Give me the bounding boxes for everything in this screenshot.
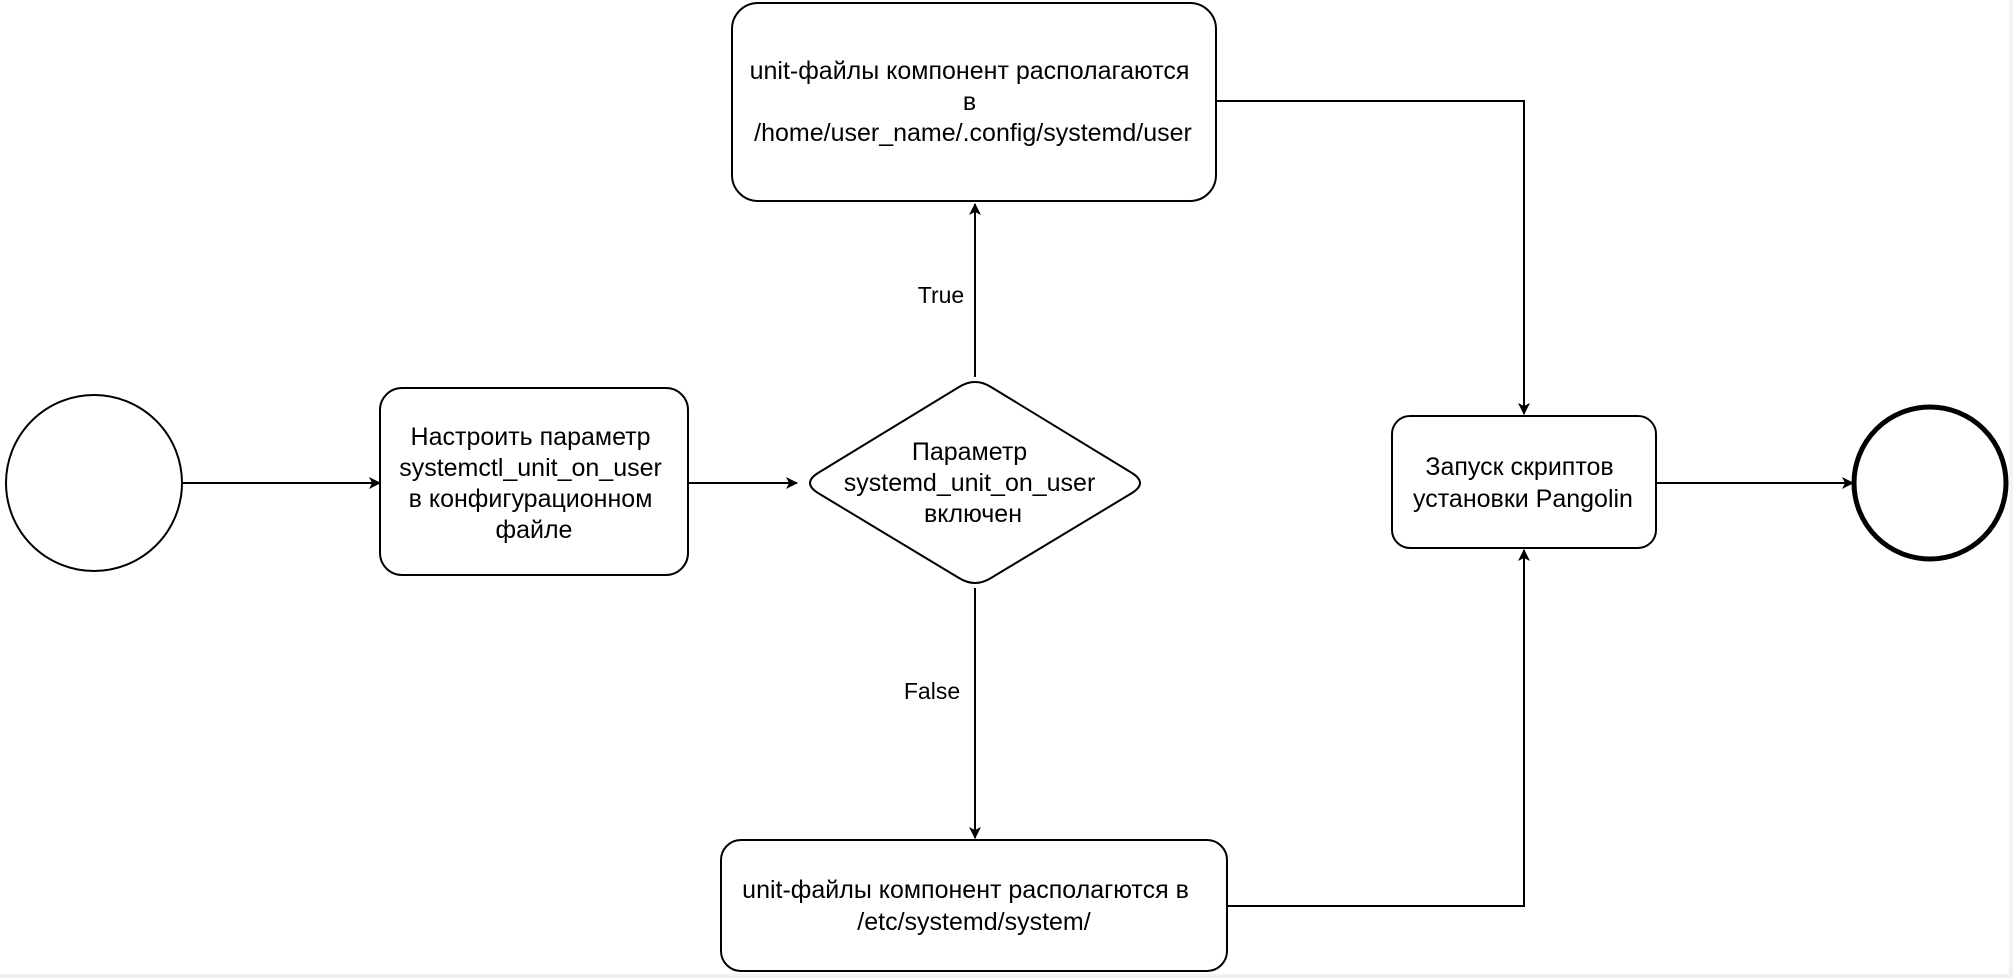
task-system-units-line-1: unit-файлы компонент располагются в <box>742 876 1189 904</box>
task-run-scripts-text: Запуск скриптов установки Pangolin <box>1413 453 1633 513</box>
task-system-units: unit-файлы компонент располагются в /etc… <box>720 839 1228 972</box>
false-label-bg <box>897 672 967 708</box>
edge-label-true: True <box>918 282 964 308</box>
task-configure-line-3: в конфигурационном <box>409 485 653 513</box>
task-configure-box <box>379 387 689 576</box>
end-event-circle <box>1851 404 2009 562</box>
task-user-units-text: unit-файлы компонент располагаются в /ho… <box>750 57 1197 147</box>
gateway-decision: Параметр systemd_unit_on_user включен <box>809 381 1141 584</box>
true-label-bg <box>910 276 970 312</box>
task-user-units-line-1: unit-файлы компонент располагаются <box>750 57 1190 85</box>
task-system-units-text: unit-файлы компонент располагются в /etc… <box>742 876 1196 936</box>
task-configure-line-2: systemctl_unit_on_user <box>399 454 662 482</box>
task-run-scripts-line-1: Запуск скриптов <box>1425 453 1613 481</box>
task-run-scripts: Запуск скриптов установки Pangolin <box>1391 415 1657 549</box>
edge-user-units-to-run <box>1216 100 1530 415</box>
task-configure-text: Настроить параметр systemctl_unit_on_use… <box>399 423 669 544</box>
gateway-decision-line-1: Параметр <box>912 438 1027 466</box>
start-event-circle <box>5 394 183 572</box>
task-user-units-box <box>731 2 1217 202</box>
gateway-decision-text: Параметр systemd_unit_on_user включен <box>844 438 1103 528</box>
edge-system-units-to-run <box>1227 549 1530 907</box>
edges <box>183 100 1854 907</box>
task-system-units-box <box>720 839 1228 972</box>
task-configure-line-4: файле <box>496 516 573 544</box>
task-run-scripts-line-2: установки Pangolin <box>1413 485 1633 513</box>
gateway-decision-line-2: systemd_unit_on_user <box>844 469 1096 497</box>
edge-label-false: False <box>904 678 960 704</box>
task-user-units-line-3: /home/user_name/.config/systemd/user <box>754 119 1192 147</box>
task-configure: Настроить параметр systemctl_unit_on_use… <box>379 387 689 576</box>
gateway-decision-line-3: включен <box>924 500 1022 528</box>
task-user-units: unit-файлы компонент располагаются в /ho… <box>731 2 1217 202</box>
task-run-scripts-box <box>1391 415 1657 549</box>
task-user-units-line-2: в <box>963 88 976 116</box>
gateway-decision-diamond <box>809 381 1141 584</box>
task-configure-line-1: Настроить параметр <box>411 423 651 451</box>
task-system-units-line-2: /etc/systemd/system/ <box>857 908 1090 936</box>
